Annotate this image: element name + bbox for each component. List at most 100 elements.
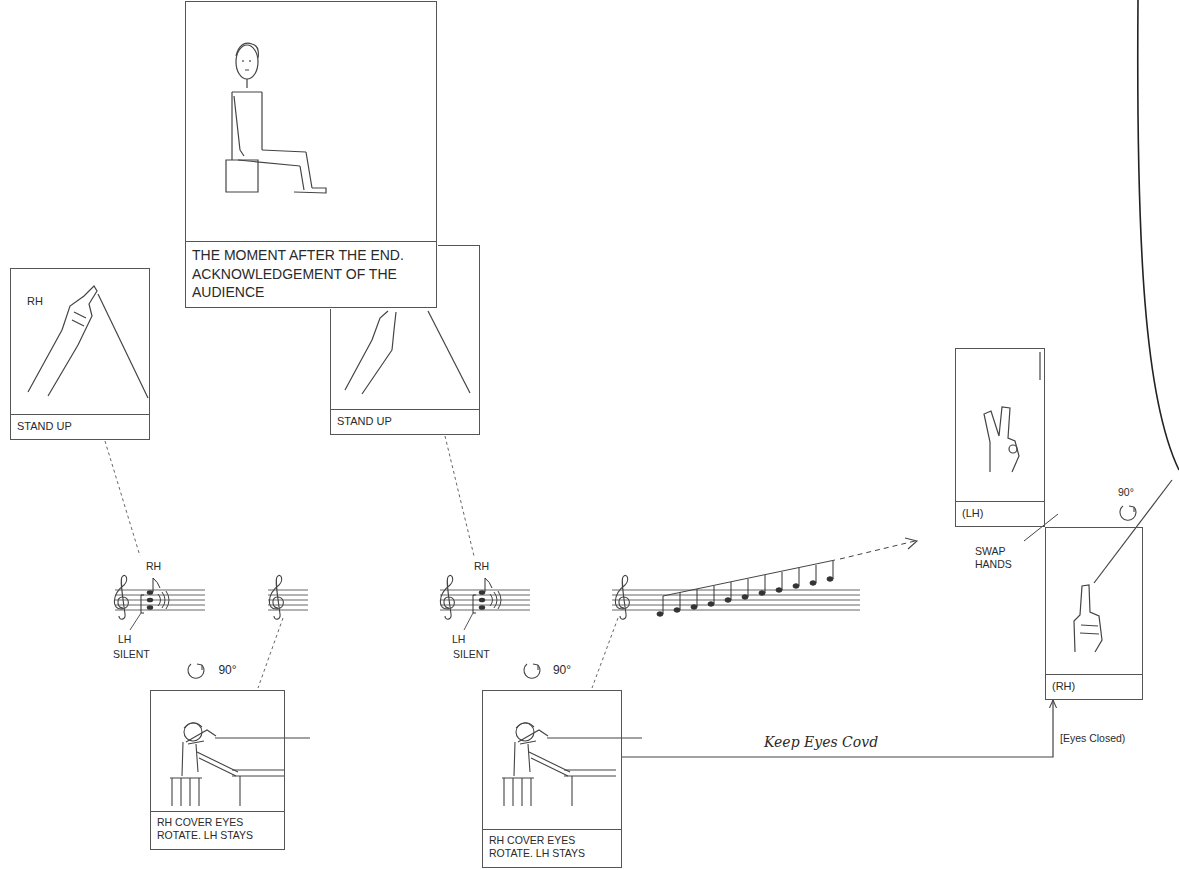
- label-holder: SILENT: [453, 648, 490, 661]
- rotation-label: 90°: [553, 663, 571, 677]
- music-staff: [691, 605, 697, 609]
- label-holder: Keep Eyes Covd: [762, 734, 880, 750]
- panel-caption: STAND UP: [11, 414, 149, 439]
- pointing-hand: [28, 330, 78, 396]
- pointing-up-hand: [1094, 480, 1172, 583]
- leader-line: [105, 441, 140, 556]
- hand-marker: RH: [474, 560, 489, 573]
- music-staff: [490, 591, 501, 609]
- music-staff: [680, 592, 681, 610]
- seated-figure: [236, 45, 258, 79]
- music-staff: [147, 605, 153, 610]
- sketch-art: [188, 664, 204, 678]
- pointing-hand: [28, 286, 148, 398]
- music-staff: [114, 575, 128, 619]
- seated-figure: [234, 96, 244, 156]
- pointing-up-hand: [1080, 625, 1099, 634]
- pointing-up-hand: [1074, 585, 1102, 652]
- pointing-hand: [98, 294, 148, 398]
- music-staff: [725, 598, 731, 602]
- music-staff: [810, 581, 816, 585]
- music-staff: [793, 584, 799, 588]
- title-panel: THE MOMENT AFTER THE END. ACKNOWLEDGEMEN…: [185, 1, 437, 308]
- panel-caption: (RH): [1046, 674, 1142, 699]
- hand-panel: (LH): [955, 348, 1045, 527]
- music-staff: [141, 595, 144, 613]
- seated-figure: [232, 79, 262, 160]
- label-holder: SWAP HANDS: [975, 545, 1023, 571]
- dynamic-marking: SILENT: [453, 648, 490, 661]
- seated-figure: [238, 150, 312, 190]
- panel-caption: STAND UP: [331, 409, 479, 434]
- music-staff: [674, 608, 680, 612]
- music-staff: [905, 538, 917, 549]
- pointing-hand: [345, 311, 470, 394]
- music-staff: [440, 575, 454, 619]
- dynamic-marking: SILENT: [113, 648, 150, 661]
- music-staff: [147, 598, 153, 603]
- label-holder: RH: [474, 560, 489, 573]
- sketch-art: [1120, 506, 1136, 520]
- music-staff: [833, 561, 834, 579]
- music-staff: [827, 577, 833, 581]
- pointing-hand: [428, 311, 470, 393]
- music-staff: [742, 595, 748, 599]
- music-staff: [479, 598, 485, 603]
- pointing-hand: [62, 286, 97, 345]
- pointing-hand: [345, 340, 392, 394]
- panel-caption: RH COVER EYES ROTATE. LH STAYS: [151, 811, 284, 849]
- hand-label: RH: [27, 295, 43, 307]
- seated-figure: [294, 188, 326, 193]
- music-staff: [714, 586, 715, 604]
- music-staff: [731, 582, 732, 600]
- music-staff: [657, 612, 663, 616]
- music-staff: [269, 575, 283, 619]
- music-staff: [147, 590, 153, 595]
- hand-marker: LH: [118, 633, 131, 646]
- music-staff: [697, 589, 698, 607]
- music-staff: [158, 591, 169, 609]
- sketch-art: [524, 664, 540, 678]
- leader-line: [445, 436, 474, 556]
- music-staff: [657, 561, 833, 616]
- music-staff: [782, 572, 783, 590]
- music-staff: [708, 602, 714, 606]
- music-staff: [153, 578, 160, 592]
- music-staff: [485, 578, 492, 592]
- music-staff: [268, 575, 308, 619]
- music-staff: [748, 579, 749, 597]
- music-staff: [759, 591, 765, 595]
- hand-panel: (RH): [1045, 527, 1143, 700]
- outline-curve: [1138, 0, 1179, 470]
- instruction-note: SWAP HANDS: [975, 545, 1023, 571]
- music-staff: [440, 575, 530, 630]
- leader-line: [258, 618, 283, 688]
- label-holder: LH: [118, 633, 131, 646]
- music-staff: [130, 613, 141, 630]
- music-staff: [663, 560, 835, 596]
- panel-caption: (LH): [956, 501, 1044, 526]
- panel-caption: RH COVER EYES ROTATE. LH STAYS: [483, 829, 621, 867]
- hand-marker: RH: [146, 560, 161, 573]
- music-staff: [114, 575, 205, 630]
- label-holder: 90°: [1118, 486, 1134, 499]
- storyboard-panel: 90°RH COVER EYES ROTATE. LH STAYS: [150, 690, 285, 850]
- storyboard-panel: RH STAND UP: [10, 268, 150, 440]
- music-staff: [473, 595, 476, 613]
- music-staff: [799, 568, 800, 586]
- pointing-up-hand: [1074, 480, 1172, 652]
- music-staff: [765, 575, 766, 593]
- sketch-arrow: [622, 700, 1053, 757]
- sketch-art: [502, 723, 642, 806]
- music-staff: [479, 590, 485, 595]
- music-staff: [612, 538, 917, 619]
- music-staff: [479, 605, 485, 610]
- v-sign-hand: [1009, 445, 1017, 453]
- music-staff: [663, 596, 664, 614]
- label-holder: RH: [146, 560, 161, 573]
- v-sign-hand: [1039, 352, 1040, 380]
